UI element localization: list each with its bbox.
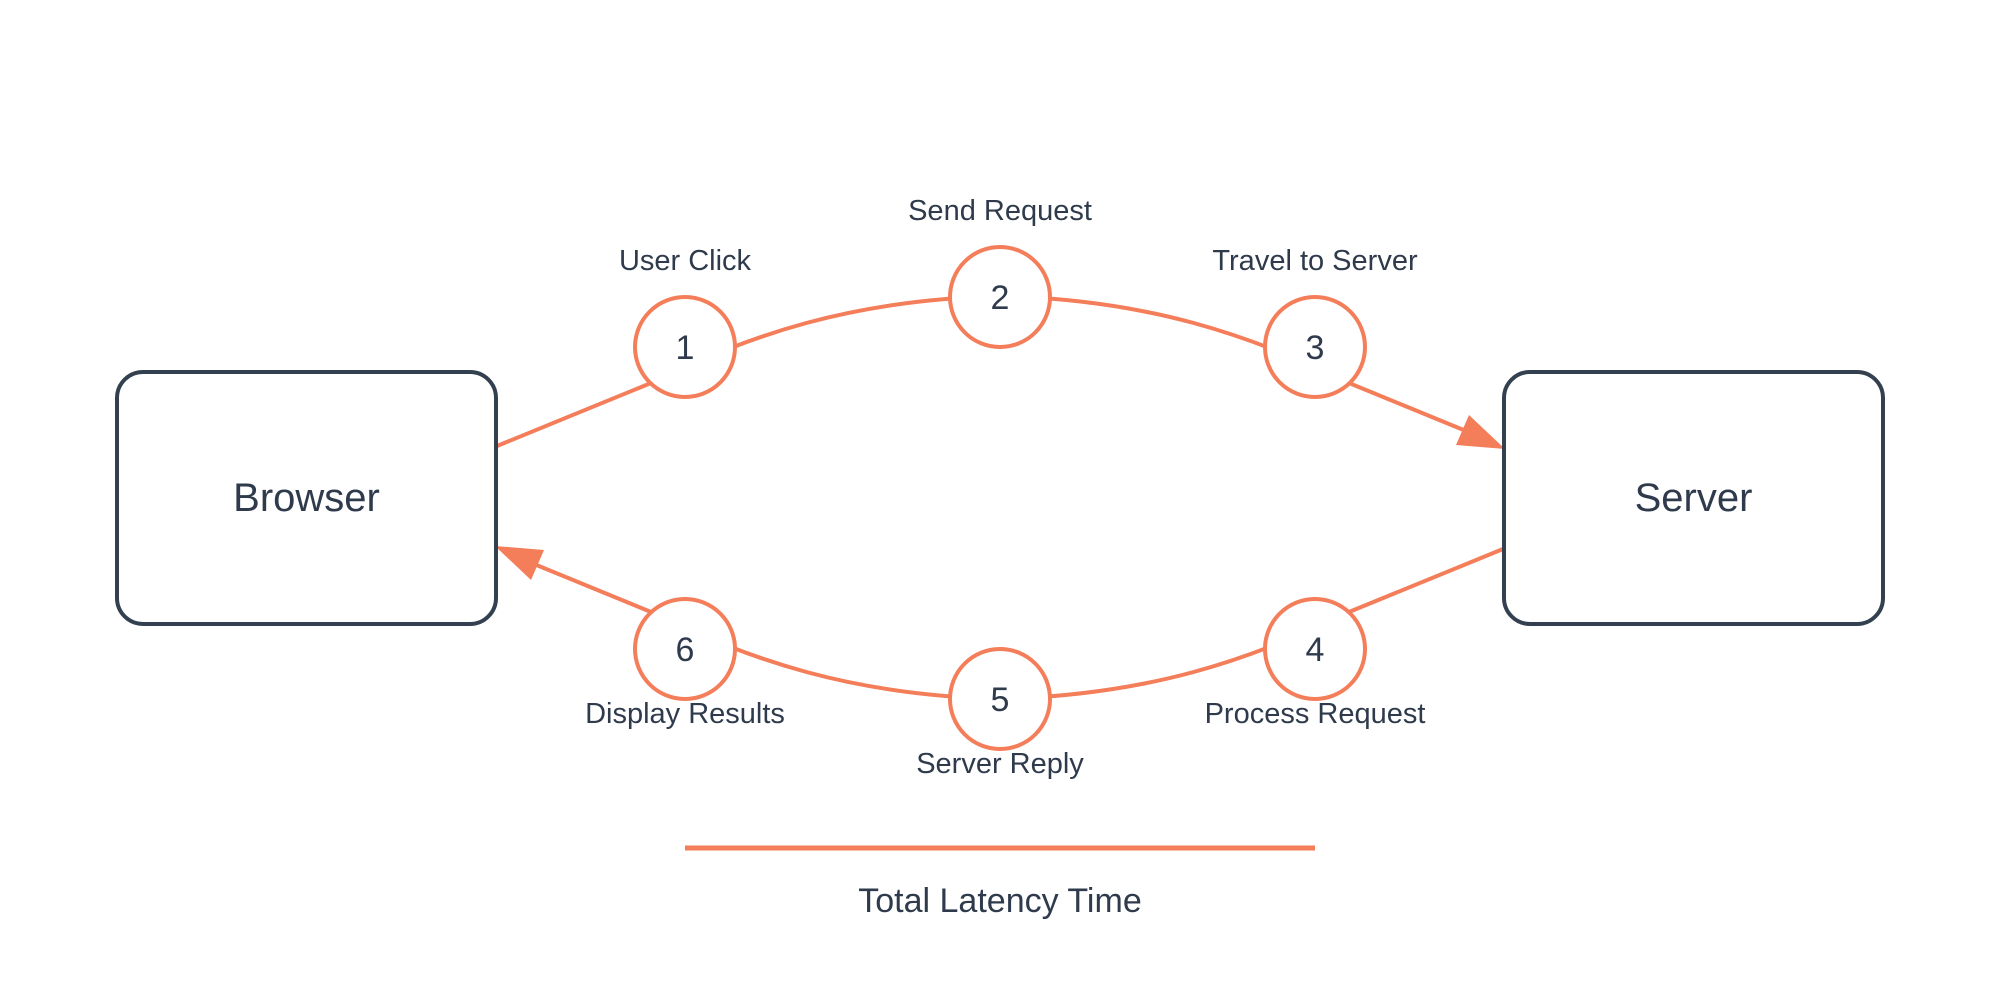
browser-node: Browser: [115, 370, 498, 626]
server-box: [1502, 370, 1885, 626]
total-latency: Total Latency Time: [685, 845, 1315, 920]
step-3: 3 Travel to Server: [1212, 245, 1418, 399]
browser-label: Browser: [233, 476, 380, 520]
step-2-circle: [948, 245, 1052, 349]
step-3-circle: [1263, 295, 1367, 399]
latency-label: Total Latency Time: [858, 882, 1141, 920]
step-3-label: Travel to Server: [1212, 245, 1418, 277]
step-2: 2 Send Request: [908, 195, 1092, 349]
server-label: Server: [1635, 476, 1753, 520]
server-node: Server: [1502, 370, 1885, 626]
step-1-label: User Click: [619, 245, 752, 277]
step-1-circle: [633, 295, 737, 399]
step-5-circle: [948, 647, 1052, 751]
step-6: 6 Display Results: [585, 597, 785, 730]
step-6-label: Display Results: [585, 698, 785, 730]
step-5-label: Server Reply: [916, 748, 1084, 780]
step-2-label: Send Request: [908, 195, 1092, 227]
browser-box: [115, 370, 498, 626]
step-6-circle: [633, 597, 737, 701]
arrow-to-server-icon: [1456, 415, 1505, 449]
step-2-number: 2: [991, 279, 1010, 317]
step-5: 5 Server Reply: [916, 647, 1084, 780]
step-5-number: 5: [991, 681, 1010, 719]
step-1-number: 1: [676, 329, 695, 367]
step-1: 1 User Click: [619, 245, 752, 399]
step-4-label: Process Request: [1205, 698, 1426, 730]
step-3-number: 3: [1306, 329, 1325, 367]
step-4-circle: [1263, 597, 1367, 701]
step-4-number: 4: [1306, 631, 1325, 669]
arrow-to-browser-icon: [495, 546, 544, 580]
step-4: 4 Process Request: [1205, 597, 1426, 730]
step-6-number: 6: [676, 631, 695, 669]
